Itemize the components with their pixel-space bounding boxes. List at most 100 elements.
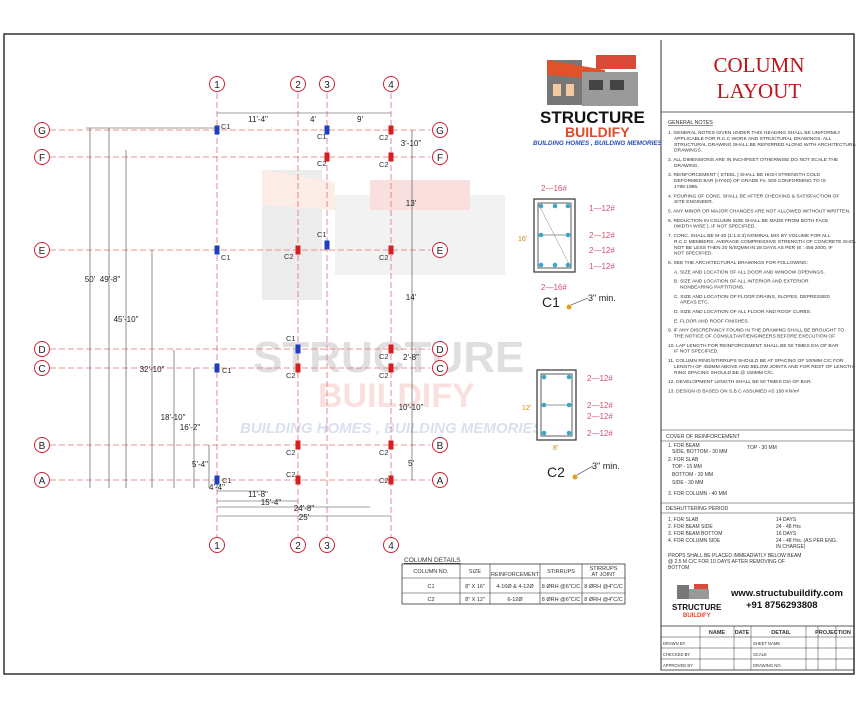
column-label: C2 [286, 470, 296, 479]
grid-label-1: 1 [214, 80, 220, 91]
c2-bars-3: 2—12# [587, 412, 613, 421]
notes-line: R.C.C MEMBERS. AVERAGE COMPRESSIVE STREN… [674, 239, 856, 245]
rebar [566, 430, 572, 436]
company-logo: STRUCTURE BUILDIFY BUILDING HOMES , BUIL… [533, 55, 663, 147]
dimension-text: 15'-4" [261, 498, 282, 507]
column-label: C1 [286, 334, 296, 343]
grid-bubble [34, 242, 50, 258]
notes-line: B. SIZE AND LOCATION OF ALL INTERIOR AND… [674, 279, 809, 285]
deshuttering-note: @ 2.5 M C/C FOR 10 DAYS AFTER REMOVING O… [668, 559, 785, 565]
dimension-text: 3'-10" [401, 139, 422, 148]
column-label: C2 [379, 448, 389, 457]
rebar [565, 203, 571, 209]
cover-line: BOTTOM - 20 MM [672, 472, 713, 478]
notes-line: E. FLOOR AND ROOF FINISHES. [674, 318, 749, 324]
rebar [541, 430, 547, 436]
c1-section-name: C1 [542, 294, 560, 310]
c1-bottom-bars: 2—16# [541, 283, 567, 292]
sheet-border [3, 33, 855, 675]
c1-bars-2: 2—12# [589, 231, 615, 240]
cover-marker [566, 304, 572, 310]
leader [576, 465, 594, 476]
grid-bubble [34, 360, 50, 376]
svg-text:BUILDIFY: BUILDIFY [565, 124, 630, 140]
cover-line: 3. FOR COLUMN - 40 MM [668, 491, 727, 497]
deshuttering-line: 16 DAYS [776, 531, 797, 537]
grid-label-D: D [38, 345, 45, 356]
grid-bubble [34, 341, 50, 357]
notes-line: 12. DEVELOPMENT LENGTH SHALL BE 50 TIMES… [668, 379, 812, 385]
grid-label-B: B [437, 441, 444, 452]
column-c1 [324, 125, 330, 135]
svg-text:BUILDIFY: BUILDIFY [318, 377, 475, 415]
title-block-label: SCALE [753, 652, 767, 657]
grid-label-B: B [39, 441, 46, 452]
rebar [552, 203, 558, 209]
column-c1 [214, 245, 220, 255]
dimension-text: 50' [85, 275, 96, 284]
cover-line: SIDE, BOTTOM - 30 MM [672, 449, 727, 455]
dimension-text: 32'-10" [140, 365, 165, 374]
c1-top-bars: 2—16# [541, 184, 567, 193]
grid-bubble [34, 472, 50, 488]
c1-depth: 16' [518, 236, 527, 243]
dimension-text: 9' [357, 115, 363, 124]
notes-line: 4. POURING OF CONC. SHALL BE AFTER CHECK… [668, 193, 839, 199]
column-c1 [214, 475, 220, 485]
grid-bubble [34, 122, 50, 138]
rebar [538, 232, 544, 238]
grid-bubble [290, 537, 306, 553]
grid-label-2: 2 [295, 80, 301, 91]
dimension-text: 11'-8" [248, 490, 268, 499]
cover-line: 2. FOR SLAB [668, 457, 699, 463]
svg-text:LAYOUT: LAYOUT [717, 79, 802, 103]
deshuttering-line: 1. FOR SLAB [668, 517, 699, 523]
grid-label-G: G [436, 126, 444, 137]
table-cell: C1 [427, 584, 434, 590]
notes-line: 8. SEE THE ARCHITECTURAL DRAWINGS FOR FO… [668, 260, 808, 266]
notes-line: C. SIZE AND LOCATION OF FLOOR DRAINS, SL… [674, 294, 830, 300]
title-block-label: SHEET NAME [753, 641, 780, 646]
column-label: C2 [379, 253, 389, 262]
column-label: C2 [286, 448, 296, 457]
table-cell: 8 ØRH @4"C/C [584, 597, 622, 603]
dimension-text: 13' [406, 199, 417, 208]
notes-line: STRUCTURAL DRAWING SHALL BE REFERRED ALO… [674, 142, 856, 148]
deshuttering-heading: DESHUTTERING PERIOD [666, 506, 729, 512]
table-header: REINFORCEMENT [491, 572, 540, 578]
dimension-text: 5'-4" [192, 460, 208, 469]
table-title: COLUMN DETAILS [404, 557, 461, 564]
section-c1-stirrup [537, 202, 572, 269]
column-label: C2 [379, 352, 389, 361]
grid-label-4: 4 [388, 541, 394, 552]
cover-line: TOP - 30 MM [747, 445, 777, 451]
notes-line: 2. ALL DIMENSIONS ARE IN INCH/FEET OTHER… [668, 157, 839, 163]
notes-line: 9. IF ANY DISCREPANCY FOUND IN THE DRAWI… [668, 328, 844, 334]
grid-bubble [209, 76, 225, 92]
title-block-header: DETAIL [771, 630, 791, 636]
grid-label-3: 3 [324, 80, 330, 91]
grid-bubble [319, 76, 335, 92]
cover-marker [572, 474, 578, 480]
rebar [541, 402, 547, 408]
table-header: STIRRUPS [590, 566, 618, 572]
column-label: C1 [317, 132, 327, 141]
grid-label-4: 4 [388, 80, 394, 91]
notes-line: LENGTH OF 450MM ABOVE AND BELOW JOINTS A… [674, 364, 854, 370]
grid-bubble [432, 122, 448, 138]
column-label: C2 [284, 252, 294, 261]
grid-bubble [319, 537, 335, 553]
notes-line: NOT BE LESS THEN 20 N/SQMM IN 28 DAYS AS… [674, 245, 833, 251]
column-c1 [295, 344, 301, 354]
column-label: C2 [317, 159, 327, 168]
phone-number: +91 8756293808 [746, 600, 818, 611]
notes-line: 3. REINFORCEMENT ( STEEL ) SHALL BE HIGH… [668, 172, 820, 178]
notes-line: 1. GENERAL NOTES GIVEN UNDER THIS HEADIN… [668, 130, 841, 136]
notes-line: AREAS ETC. [680, 300, 709, 306]
grid-label-D: D [436, 345, 443, 356]
cover-line: TOP - 15 MM [672, 464, 702, 470]
table-cell: 8 ØRH @6"C/C [542, 597, 580, 603]
c1-bars-3: 2—12# [589, 246, 615, 255]
column-c1 [214, 363, 220, 373]
notes-line: RING SPACING SHOULD BE @ 150MM C/C. [674, 370, 774, 376]
